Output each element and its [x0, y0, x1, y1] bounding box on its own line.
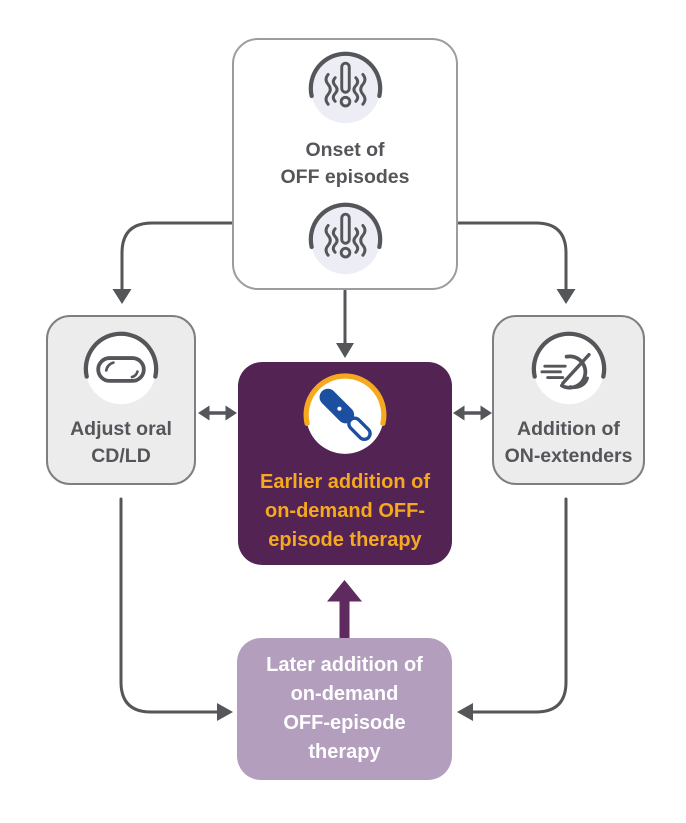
label-line: therapy	[308, 741, 381, 763]
fast-clock-icon	[531, 331, 606, 404]
label-line: OFF-episode	[283, 712, 406, 734]
label-line: CD/LD	[91, 444, 151, 467]
connector-adjust-oral-earlier-double-arrow	[198, 405, 237, 421]
capsule-icon	[83, 331, 159, 404]
earlier-box-label: Earlier addition of on-demand OFF- episo…	[260, 468, 430, 555]
label-line: Earlier addition of	[259, 470, 431, 493]
connector-on-extenders-earlier-double-arrow	[453, 405, 492, 421]
connector-onset-to-earlier	[336, 289, 354, 358]
on-demand-device-icon	[303, 372, 387, 454]
addition-of-on-extenders-box: Addition of ON-extenders	[492, 315, 645, 485]
label-line: on-demand OFF-	[265, 499, 425, 522]
label-line: ON-extenders	[504, 444, 633, 467]
label-line: OFF episodes	[280, 166, 410, 188]
label-line: episode therapy	[268, 528, 422, 551]
earlier-addition-on-demand-therapy-box: Earlier addition of on-demand OFF- episo…	[238, 362, 452, 565]
connector-later-to-earlier-thick-arrow	[327, 580, 362, 638]
label-line: on-demand	[290, 683, 399, 705]
adjust-oral-cdld-box: Adjust oral CD/LD	[46, 315, 196, 485]
label-line: Addition of	[517, 417, 620, 440]
connector-onset-to-adjust-oral	[112, 221, 234, 304]
tremor-alert-icon	[308, 202, 382, 275]
onset-of-off-episodes-box: Onset of OFF episodes	[232, 38, 458, 290]
onset-box-label: Onset of OFF episodes	[281, 137, 410, 191]
tremor-alert-icon	[308, 51, 382, 124]
label-line: Adjust oral	[70, 417, 172, 440]
later-addition-on-demand-therapy-box: Later addition of on-demand OFF-episode …	[237, 638, 452, 780]
connector-on-extenders-to-later	[457, 497, 568, 721]
later-box-label: Later addition of on-demand OFF-episode …	[266, 651, 423, 767]
connector-adjust-oral-to-later	[119, 497, 233, 721]
label-line: Later addition of	[266, 654, 423, 676]
label-line: Onset of	[305, 139, 385, 161]
connector-onset-to-on-extenders	[456, 221, 576, 304]
on-extenders-box-label: Addition of ON-extenders	[505, 416, 633, 470]
adjust-oral-box-label: Adjust oral CD/LD	[70, 416, 172, 470]
